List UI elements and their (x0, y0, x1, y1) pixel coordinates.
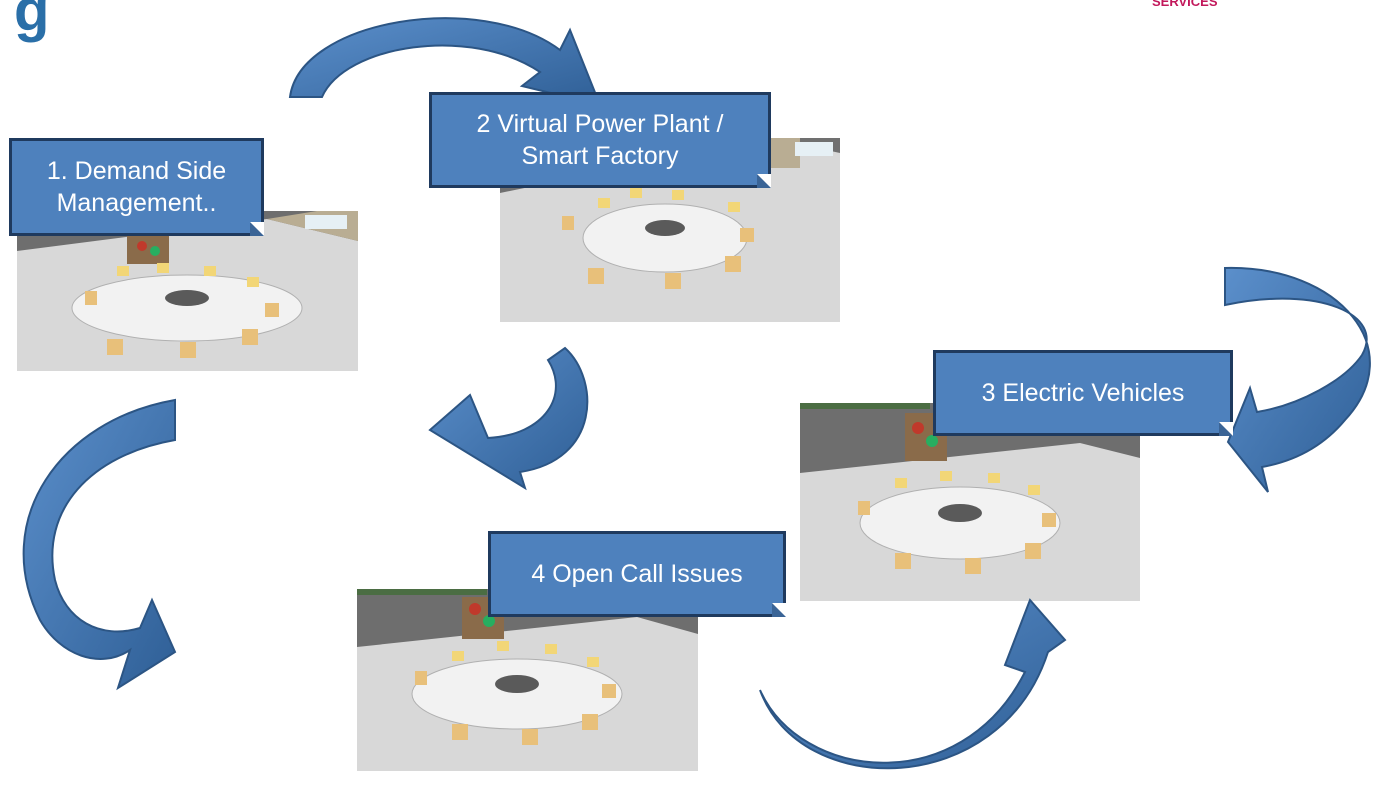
scene-image-4 (357, 589, 698, 771)
step-1-fold (250, 222, 264, 236)
step-1-note: 1. Demand Side Management.. (9, 138, 264, 236)
arrow-4-to-3 (759, 598, 1067, 770)
step-3-note: 3 Electric Vehicles (933, 350, 1233, 436)
arrow-2-hook (428, 346, 589, 491)
logo-fragment: g (14, 0, 50, 43)
scene-image-1 (17, 211, 358, 371)
step-1-label-line1: 1. Demand Side (46, 157, 227, 185)
step-3-fold (1219, 422, 1233, 436)
step-2-label-line1: 2 Virtual Power Plant / (476, 110, 724, 138)
step-1-label-line2: Management.. (56, 189, 217, 217)
step-4-note: 4 Open Call Issues (488, 531, 786, 617)
step-2-note: 2 Virtual Power Plant / Smart Factory (429, 92, 771, 188)
step-3-label: 3 Electric Vehicles (981, 379, 1185, 407)
corner-text: SERVICES (1152, 0, 1218, 9)
arrow-1-to-2 (288, 17, 602, 107)
step-4-label: 4 Open Call Issues (531, 560, 743, 588)
step-2-fold (757, 174, 771, 188)
arrow-left-down (22, 398, 177, 691)
step-4-fold (772, 603, 786, 617)
arrow-right-to-3 (1224, 266, 1371, 493)
step-2-label-line2: Smart Factory (521, 142, 679, 170)
scene-image-3 (800, 403, 1140, 601)
